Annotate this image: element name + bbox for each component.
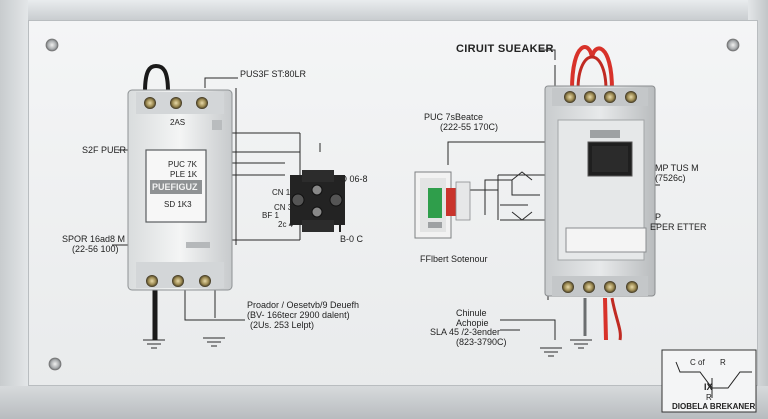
- rocker-switch: [414, 171, 471, 239]
- bottom-center-3: (2Us. 253 Lelpt): [250, 320, 315, 330]
- legend-box: [661, 349, 757, 413]
- frame-top: [0, 0, 768, 20]
- red-wire-bottom: [603, 297, 608, 341]
- legend-r: R: [720, 358, 726, 367]
- block-top-label: O 06-8: [340, 174, 368, 184]
- breaker-title: CIRUIT SUEAKER: [456, 43, 554, 55]
- corner-bolts: [45, 38, 740, 371]
- device-plate-code-2: PLE 1K: [170, 170, 198, 179]
- black-cable-top: [143, 63, 170, 93]
- bottom-center-1: Proador / Oesetvb/9 Deuefh: [247, 300, 360, 310]
- switch-label: FFlbert Sotenour: [420, 254, 488, 264]
- bottom-right-3: SLA 45 /2-3ender: [430, 327, 501, 337]
- legend-x: IX: [704, 382, 713, 392]
- ground-symbol: [570, 339, 592, 349]
- circuit-breaker: [544, 85, 656, 297]
- bottom-right-1: Chinule: [456, 308, 487, 318]
- legend-r2: R: [706, 393, 712, 402]
- ground-symbol: [143, 339, 165, 349]
- left-lower-label-2: (22-56 100): [72, 244, 119, 254]
- ground-symbol: [203, 337, 225, 347]
- bottom-right-4: (823-3790C): [456, 337, 507, 347]
- device-plate-code: PUC 7K: [168, 160, 197, 169]
- right-label-2: (7526c): [655, 173, 686, 183]
- legend-title: DIOBELA BREKANER: [672, 402, 756, 411]
- mid-label-2: (222-55 170C): [440, 122, 499, 132]
- left-relay-device: [127, 89, 233, 291]
- block-bottom-label: B-0 C: [340, 234, 364, 244]
- right-label-3: P: [655, 212, 662, 222]
- legend-c: C of: [690, 358, 705, 367]
- right-label-4: EPER ETTER: [650, 222, 707, 232]
- left-upper-label: S2F PUER: [82, 145, 127, 155]
- ground-symbol: [540, 347, 562, 357]
- block-left-3: BF 1: [262, 211, 279, 220]
- block-left-2: CN 3: [274, 203, 293, 212]
- right-label-1: MP TUS M: [655, 163, 699, 173]
- bottom-center-2: (BV- 166tecr 2900 dalent): [247, 310, 350, 320]
- device-top-mark: 2AS: [170, 118, 186, 127]
- left-lower-label-1: SPOR 16ad8 M: [62, 234, 126, 244]
- block-left-4: 2c 4: [278, 220, 294, 229]
- bottom-right-2: Achopie: [456, 318, 489, 328]
- top-label: PUS3F ST:80LR: [240, 69, 307, 79]
- terminal-block: [290, 170, 345, 232]
- frame-bottom: [0, 386, 768, 419]
- device-plate-title: PUEFIGUZ: [152, 182, 198, 192]
- device-plate-code-3: SD 1K3: [164, 200, 192, 209]
- mid-label-1: PUC 7sBeatce: [424, 112, 484, 122]
- frame-left: [0, 0, 28, 419]
- block-left-1: CN 1: [272, 188, 291, 197]
- schematic-lines: [112, 49, 660, 357]
